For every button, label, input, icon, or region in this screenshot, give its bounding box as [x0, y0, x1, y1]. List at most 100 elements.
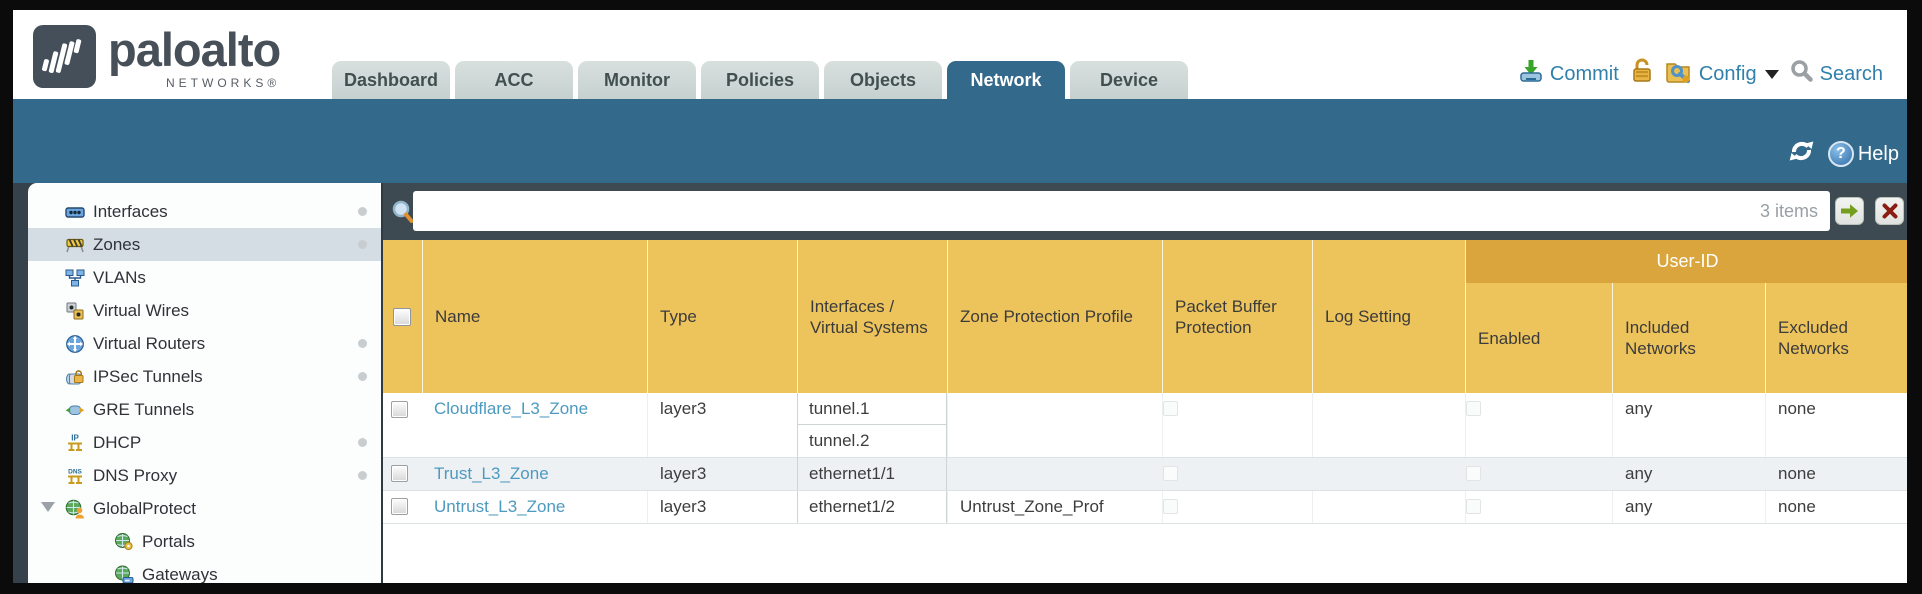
packet-buffer-protection-checkbox[interactable] — [1163, 401, 1178, 416]
expand-caret-icon[interactable] — [41, 502, 55, 512]
column-header-enabled[interactable]: Enabled — [1465, 283, 1612, 393]
sidebar-item-dns-proxy[interactable]: DNS DNS Proxy — [28, 459, 381, 492]
log-setting — [1312, 458, 1465, 490]
refresh-icon[interactable] — [1788, 139, 1815, 169]
column-header-excluded-networks[interactable]: Excluded Networks — [1765, 283, 1907, 393]
zones-table-header: Name Type Interfaces / Virtual Systems Z… — [383, 240, 1907, 393]
sidebar-item-dhcp[interactable]: IP DHCP — [28, 426, 381, 459]
status-dot — [358, 372, 367, 381]
paloalto-logo: paloalto NETWORKS® — [33, 23, 281, 90]
status-dot — [358, 240, 367, 249]
help-button[interactable]: ? Help — [1827, 141, 1899, 167]
sidebar-item-portals[interactable]: Portals — [28, 525, 381, 558]
lock-icon[interactable] — [1630, 58, 1654, 90]
sidebar-item-gateways[interactable]: Gateways — [28, 558, 381, 583]
paloalto-logo-icon — [33, 25, 96, 88]
status-dot — [358, 207, 367, 216]
log-setting — [1312, 491, 1465, 523]
log-setting — [1312, 393, 1465, 457]
user-id-enabled-checkbox[interactable] — [1466, 499, 1481, 514]
app-screen: paloalto NETWORKS® Dashboard ACC Monitor… — [13, 10, 1907, 583]
user-id-enabled-checkbox[interactable] — [1466, 466, 1481, 481]
dns-proxy-icon: DNS — [65, 466, 85, 486]
column-header-name[interactable]: Name — [422, 240, 647, 393]
column-header-zone-protection-profile[interactable]: Zone Protection Profile — [947, 240, 1162, 393]
sidebar-item-interfaces[interactable]: Interfaces — [28, 195, 381, 228]
zone-name-link[interactable]: Cloudflare_L3_Zone — [434, 399, 589, 418]
sidebar-item-vlans[interactable]: VLANs — [28, 261, 381, 294]
table-row: Cloudflare_L3_Zone layer3 tunnel.1 tunne… — [383, 393, 1907, 458]
primary-nav-tabs: Dashboard ACC Monitor Policies Objects N… — [332, 61, 1189, 99]
tab-monitor[interactable]: Monitor — [578, 61, 697, 99]
virtual-routers-icon — [65, 334, 85, 354]
commit-button[interactable]: Commit — [1518, 58, 1619, 90]
tab-device[interactable]: Device — [1070, 61, 1189, 99]
tab-policies[interactable]: Policies — [701, 61, 820, 99]
sidebar-item-zones[interactable]: Zones — [28, 228, 381, 261]
packet-buffer-protection-checkbox[interactable] — [1163, 499, 1178, 514]
sidebar-item-globalprotect[interactable]: GlobalProtect — [28, 492, 381, 525]
config-dropdown[interactable]: Config — [1665, 58, 1779, 90]
help-icon: ? — [1827, 141, 1854, 167]
content-area: Interfaces Zones VLANs — [13, 183, 1907, 583]
filter-input[interactable]: 3 items — [413, 191, 1830, 231]
row-checkbox[interactable] — [391, 401, 408, 418]
brand-wordmark: paloalto — [108, 23, 281, 76]
column-header-packet-buffer-protection[interactable]: Packet Buffer Protection — [1162, 240, 1312, 393]
globalprotect-icon — [65, 499, 85, 519]
tab-dashboard[interactable]: Dashboard — [332, 61, 451, 99]
filter-search-icon — [391, 199, 415, 230]
filter-bar: 3 items — [383, 183, 1907, 240]
row-checkbox[interactable] — [391, 498, 408, 515]
commit-icon — [1518, 58, 1544, 90]
included-networks: any — [1612, 491, 1765, 523]
zone-protection-profile — [947, 458, 1162, 490]
tab-objects[interactable]: Objects — [824, 61, 943, 99]
sidebar-item-gre-tunnels[interactable]: GRE Tunnels — [28, 393, 381, 426]
column-header-type[interactable]: Type — [647, 240, 797, 393]
tab-network[interactable]: Network — [947, 61, 1066, 99]
sidebar-item-virtual-routers[interactable]: Virtual Routers — [28, 327, 381, 360]
table-row: Trust_L3_Zone layer3 ethernet1/1 any non… — [383, 458, 1907, 491]
user-id-enabled-checkbox[interactable] — [1466, 401, 1481, 416]
chevron-down-icon — [1764, 69, 1779, 79]
zone-name-link[interactable]: Untrust_L3_Zone — [434, 497, 566, 516]
zone-type: layer3 — [647, 458, 797, 490]
column-header-included-networks[interactable]: Included Networks — [1612, 283, 1765, 393]
portals-icon — [114, 532, 134, 552]
included-networks: any — [1612, 458, 1765, 490]
gre-tunnels-icon — [65, 400, 85, 420]
excluded-networks: none — [1765, 393, 1907, 457]
virtual-wires-icon — [65, 301, 85, 321]
sidebar-item-ipsec-tunnels[interactable]: IPSec Tunnels — [28, 360, 381, 393]
dhcp-icon: IP — [65, 433, 85, 453]
zone-interfaces: ethernet1/2 — [797, 491, 947, 523]
config-icon — [1665, 58, 1693, 90]
apply-filter-button[interactable] — [1835, 197, 1864, 225]
zone-type: layer3 — [647, 491, 797, 523]
column-header-log-setting[interactable]: Log Setting — [1312, 240, 1465, 393]
tab-acc[interactable]: ACC — [455, 61, 574, 99]
search-icon — [1790, 59, 1814, 89]
zone-name-link[interactable]: Trust_L3_Zone — [434, 464, 549, 483]
packet-buffer-protection-checkbox[interactable] — [1163, 466, 1178, 481]
clear-filter-button[interactable] — [1875, 197, 1904, 225]
vlans-icon — [65, 268, 85, 288]
status-dot — [358, 471, 367, 480]
svg-text:DNS: DNS — [68, 468, 82, 475]
app-header: paloalto NETWORKS® Dashboard ACC Monitor… — [13, 10, 1907, 99]
global-search-button[interactable]: Search — [1790, 59, 1883, 89]
items-count: 3 items — [1759, 200, 1818, 221]
svg-text:IP: IP — [71, 433, 79, 442]
included-networks: any — [1612, 393, 1765, 457]
column-header-interfaces[interactable]: Interfaces / Virtual Systems — [797, 240, 947, 393]
header-actions: Commit Config — [1518, 58, 1883, 90]
gateways-icon — [114, 565, 134, 583]
interfaces-icon — [65, 202, 85, 222]
select-all-checkbox[interactable] — [393, 308, 411, 326]
row-checkbox[interactable] — [391, 465, 408, 482]
column-group-user-id: User-ID — [1465, 240, 1907, 283]
sidebar-item-virtual-wires[interactable]: Virtual Wires — [28, 294, 381, 327]
brand-sub: NETWORKS® — [166, 76, 281, 90]
zone-type: layer3 — [647, 393, 797, 457]
